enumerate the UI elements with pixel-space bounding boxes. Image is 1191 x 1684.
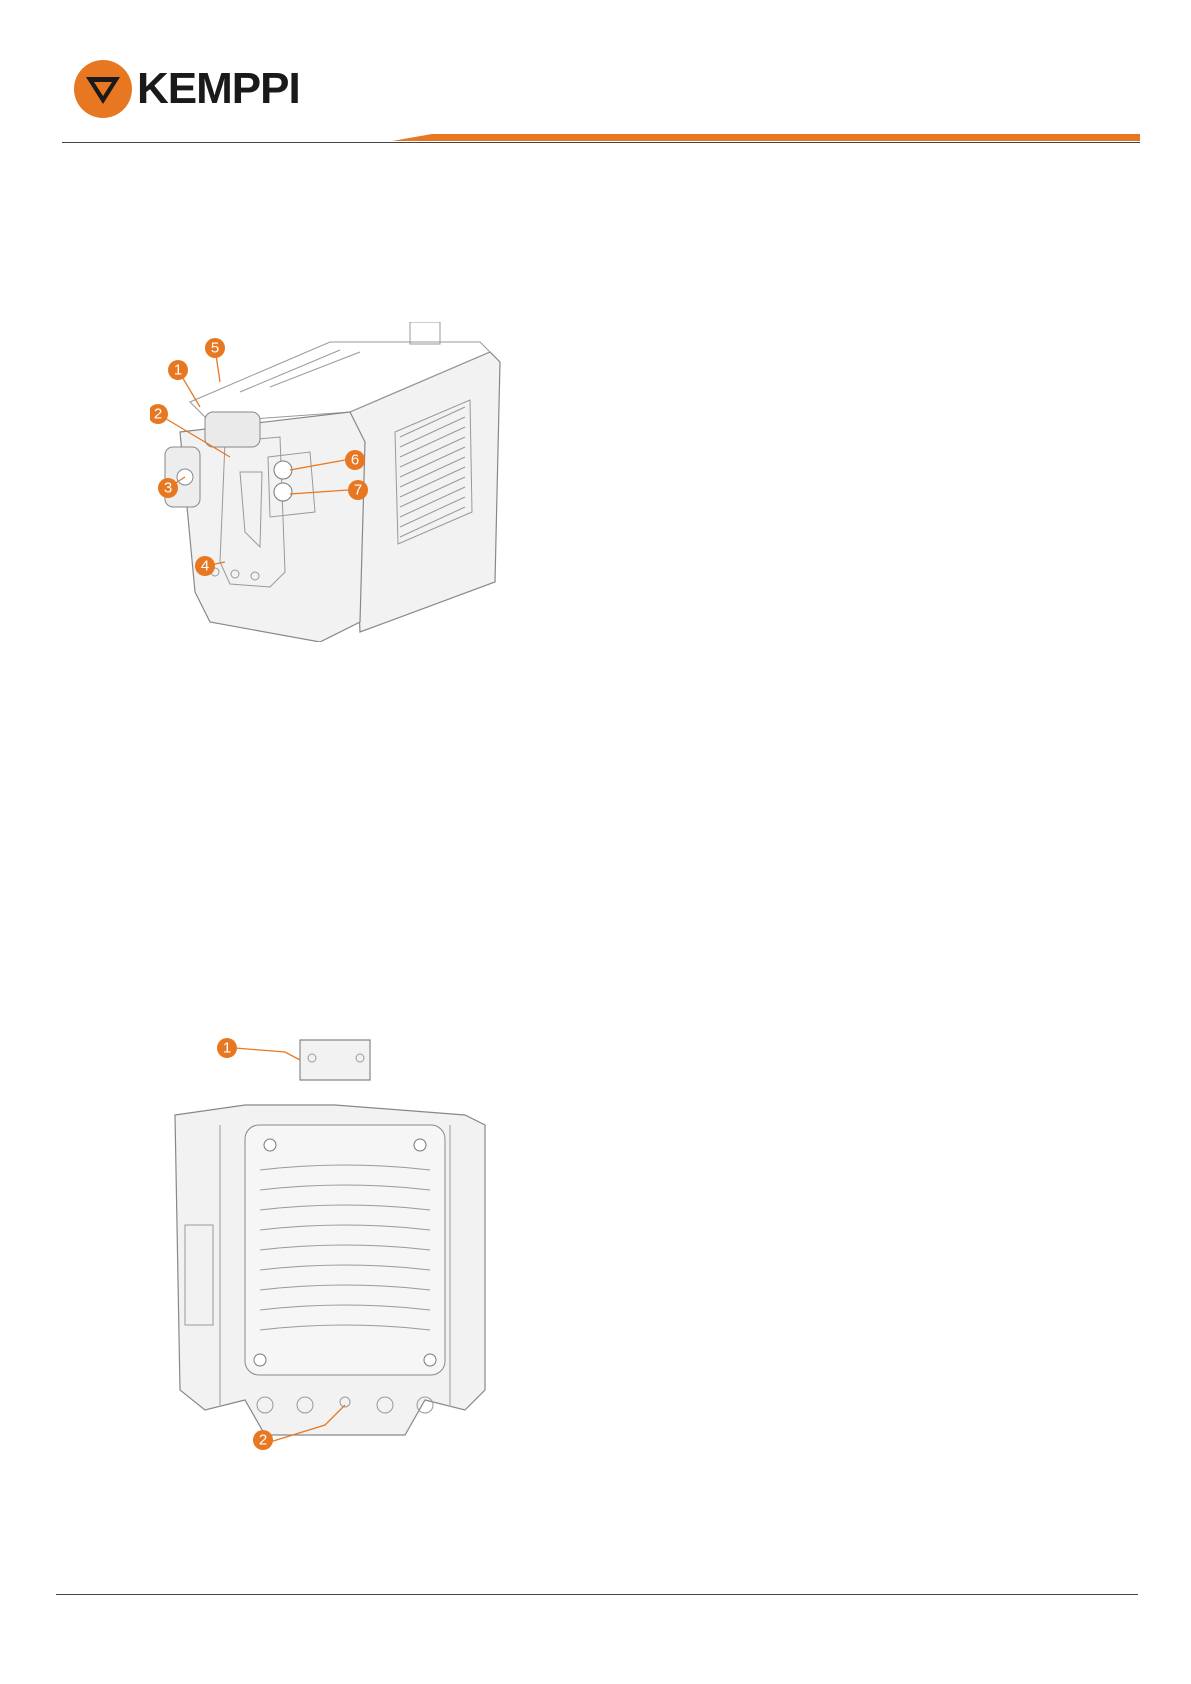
callout-5: 5 bbox=[205, 338, 225, 358]
unit-rear-illustration: 1 2 bbox=[165, 1030, 525, 1450]
rear-callout-2: 2 bbox=[253, 1430, 273, 1450]
callout-6: 6 bbox=[345, 450, 365, 470]
svg-text:2: 2 bbox=[259, 1432, 267, 1449]
welding-unit-rear-icon: 1 2 bbox=[165, 1030, 525, 1450]
footer-divider bbox=[56, 1594, 1138, 1595]
brand-name: KEMPPI bbox=[137, 62, 300, 116]
svg-text:1: 1 bbox=[174, 362, 182, 379]
svg-text:2: 2 bbox=[154, 406, 162, 423]
callout-3: 3 bbox=[158, 478, 178, 498]
svg-text:1: 1 bbox=[223, 1040, 231, 1057]
callout-2: 2 bbox=[150, 404, 168, 424]
svg-text:4: 4 bbox=[201, 558, 209, 575]
svg-text:6: 6 bbox=[351, 452, 359, 469]
svg-text:5: 5 bbox=[211, 340, 219, 357]
svg-text:3: 3 bbox=[164, 480, 172, 497]
header-accent-bar bbox=[392, 134, 1140, 141]
callout-4: 4 bbox=[195, 556, 215, 576]
svg-text:7: 7 bbox=[354, 482, 362, 499]
welding-unit-iso-icon: 1 2 3 4 5 6 7 bbox=[150, 322, 520, 642]
callout-7: 7 bbox=[348, 480, 368, 500]
callout-1: 1 bbox=[168, 360, 188, 380]
rear-callout-1: 1 bbox=[217, 1038, 237, 1058]
unit-front-illustration: 1 2 3 4 5 6 7 bbox=[150, 322, 520, 642]
logo-emblem-icon bbox=[72, 58, 134, 120]
header-divider bbox=[62, 142, 1140, 143]
